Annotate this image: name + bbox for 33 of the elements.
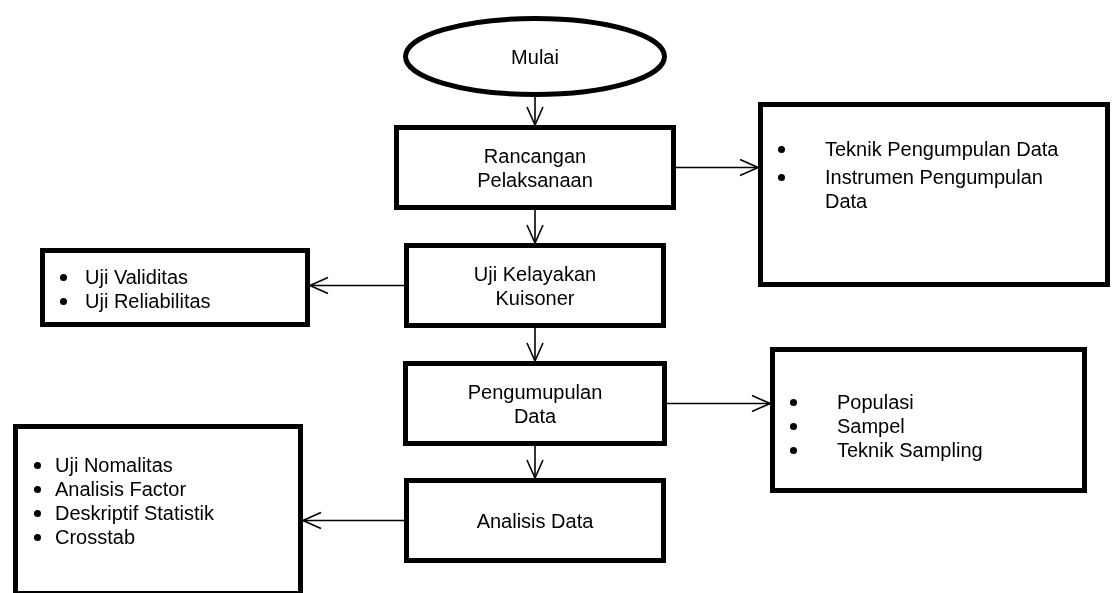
arrow: [526, 96, 544, 126]
list-box: [13, 424, 303, 593]
arrow: [302, 511, 405, 530]
list-item-text: Teknik Pengumpulan Data: [825, 137, 1059, 161]
process-box: [404, 243, 666, 328]
arrow: [526, 327, 544, 362]
node-label: Uji Kelayakan Kuisoner: [472, 261, 598, 310]
list-item-text: Crosstab: [55, 525, 136, 549]
start-ellipse: [403, 16, 667, 97]
arrow: [526, 209, 544, 244]
list-item-text: Uji Validitas: [85, 265, 188, 289]
arrow: [526, 445, 544, 479]
process-box: [394, 125, 676, 210]
process-box: [403, 361, 667, 446]
list-item-text: Teknik Sampling: [837, 438, 983, 462]
node-label: Mulai: [511, 44, 559, 69]
list-item-text: Sampel: [837, 414, 905, 438]
list-item-text: Uji Reliabilitas: [85, 289, 211, 313]
node-label: Analisis Data: [476, 508, 594, 533]
list-box: [758, 102, 1110, 287]
arrow: [309, 276, 405, 295]
node-label: Pengumupulan Data: [466, 379, 604, 428]
arrow: [675, 158, 759, 177]
process-box: [404, 478, 666, 563]
arrow: [666, 394, 771, 413]
list-item-text: Deskriptif Statistik: [55, 501, 214, 525]
list-box: [770, 347, 1087, 493]
list-box: [40, 248, 310, 327]
list-item-text: Analisis Factor: [55, 477, 187, 501]
list-item-text: Uji Nomalitas: [55, 453, 173, 477]
node-label: Rancangan Pelaksanaan: [476, 143, 594, 192]
list-item-text: Populasi: [837, 390, 914, 414]
list-item-text: Instrumen Pengumpulan Data: [825, 165, 1044, 213]
